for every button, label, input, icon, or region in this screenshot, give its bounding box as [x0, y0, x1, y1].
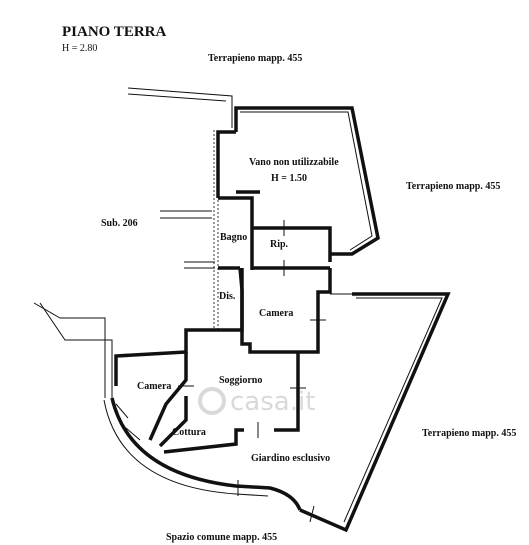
label-giardino: Giardino esclusivo	[251, 453, 330, 464]
label-vano: Vano non utilizzabile	[249, 157, 339, 168]
label-camera-right: Camera	[259, 308, 293, 319]
label-cottura: Cottura	[172, 427, 206, 438]
label-camera-left: Camera	[137, 381, 171, 392]
label-bagno: Bagno	[220, 232, 247, 243]
site-boundary	[33, 87, 233, 398]
curved-wall	[103, 397, 315, 523]
label-sub206: Sub. 206	[101, 218, 138, 229]
label-soggiorno: Soggiorno	[219, 375, 262, 386]
label-rip: Rip.	[270, 239, 289, 250]
plan-title: PIANO TERRA	[62, 24, 166, 40]
vano-non-utilizzabile	[213, 106, 380, 330]
living-area	[114, 268, 306, 454]
giardino-boundary	[299, 292, 451, 533]
label-spazio-comune: Spazio comune mapp. 455	[166, 532, 277, 543]
watermark: casa.it	[198, 387, 315, 417]
height-note: H = 2.80	[62, 43, 97, 54]
label-terrapieno-top: Terrapieno mapp. 455	[208, 53, 302, 64]
label-vano-h: H = 1.50	[271, 173, 307, 184]
label-terrapieno-bottom-right: Terrapieno mapp. 455	[422, 428, 516, 439]
watermark-text: casa.it	[230, 387, 315, 417]
label-terrapieno-right: Terrapieno mapp. 455	[406, 181, 500, 192]
label-dis: Dis.	[219, 291, 236, 302]
bagno-ripostiglio	[218, 196, 332, 276]
